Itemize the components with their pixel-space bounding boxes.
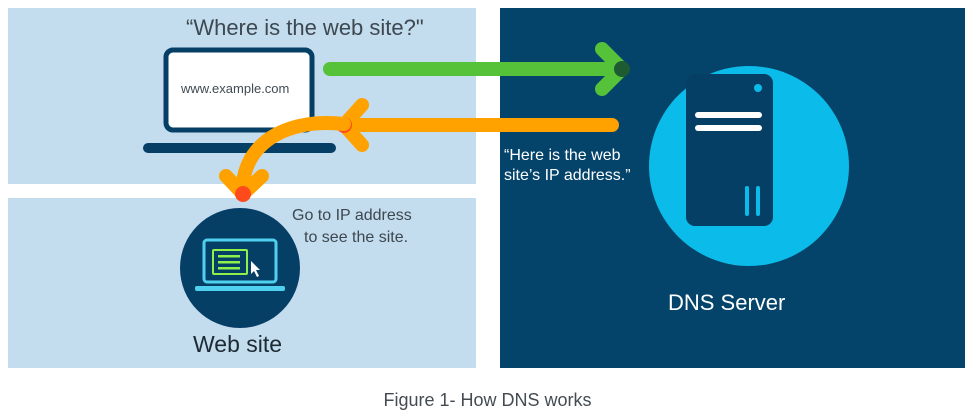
redirect-arrow bbox=[219, 116, 351, 202]
goto-instruction: Go to IP address to see the site. bbox=[292, 205, 412, 249]
query-arrow bbox=[323, 42, 630, 96]
response-arrow bbox=[336, 98, 619, 152]
website-laptop-icon bbox=[180, 208, 300, 328]
laptop-icon bbox=[143, 47, 336, 153]
dns-server-label: DNS Server bbox=[668, 290, 786, 315]
goto-line-1: Go to IP address bbox=[292, 207, 412, 224]
query-text: “Where is the web site?" bbox=[186, 15, 424, 40]
server-icon bbox=[686, 74, 773, 226]
goto-line-2: to see the site. bbox=[304, 229, 409, 246]
url-text: www.example.com bbox=[181, 81, 290, 96]
figure-caption: Figure 1- How DNS works bbox=[383, 390, 592, 410]
answer-text: “Here is the web site’s IP address.” bbox=[504, 147, 631, 184]
cursor-icon bbox=[251, 261, 260, 277]
website-label: Web site bbox=[193, 331, 283, 357]
